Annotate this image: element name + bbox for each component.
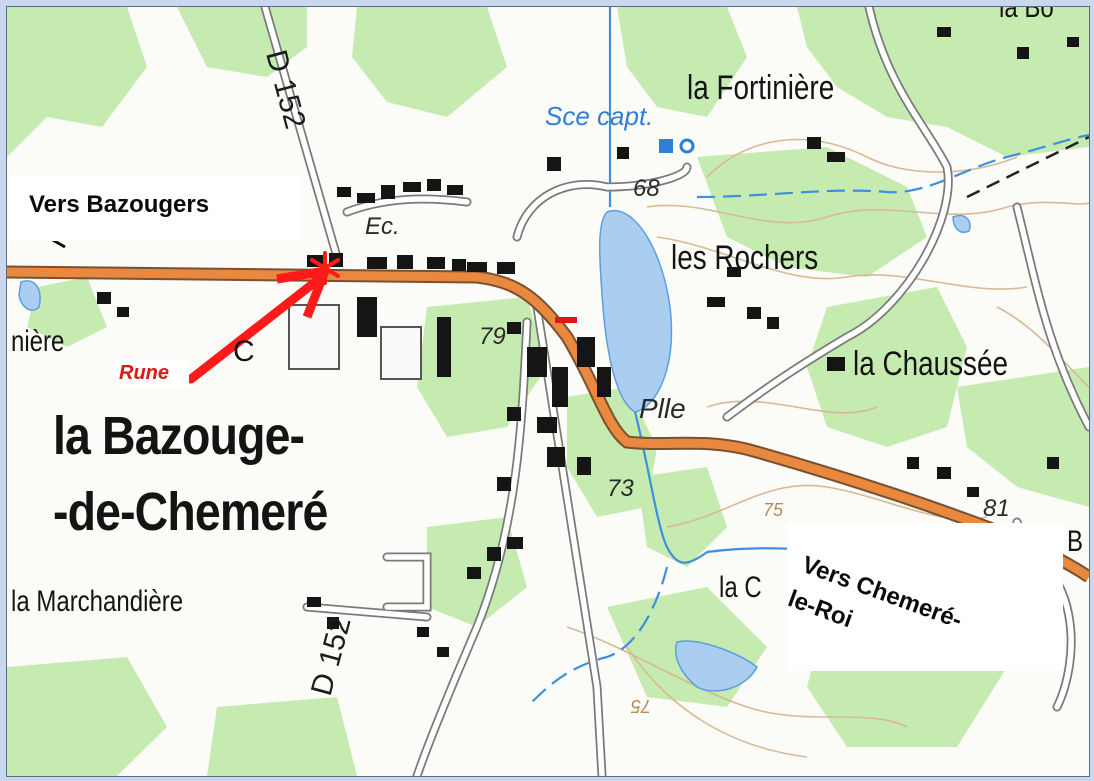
map-graphics (7, 7, 1089, 776)
plle-label: Plle (639, 393, 686, 424)
spring-pump-icon (659, 139, 673, 153)
rune-label-box (117, 359, 189, 387)
place-fortiniere: la Fortinière (687, 69, 835, 107)
school-label: Ec. (365, 213, 400, 240)
footpath (966, 135, 1089, 199)
place-la-c: la C (719, 571, 762, 604)
red-building (555, 317, 577, 323)
forest-areas (7, 7, 1089, 776)
vers-bazougers-label: Vers Bazougers (29, 191, 210, 218)
rune-label: Rune (119, 362, 169, 384)
spring-label: Sce capt. (545, 101, 654, 131)
chemere-label-box (787, 523, 1063, 671)
spring-marker-icon (679, 138, 695, 154)
water-bodies (18, 209, 971, 692)
place-marchandiere: la Marchandière (11, 585, 184, 618)
town-name-line2: -de-Chemeré (53, 482, 328, 542)
facilities (288, 304, 422, 380)
bazougers-label-box (9, 175, 301, 241)
place-chaussee: la Chaussée (853, 345, 1008, 383)
altitude-73: 73 (607, 475, 634, 502)
c-letter-label: C (233, 335, 255, 368)
altitude-79: 79 (479, 323, 506, 350)
town-name-line1: la Bazouge- (53, 406, 305, 466)
altitude-75-lower: 75 (631, 696, 652, 716)
buildings (97, 27, 1079, 657)
place-niere: nière (11, 325, 65, 358)
place-top-right: la Bo (999, 6, 1054, 24)
place-right-b: B (1067, 525, 1084, 558)
topographic-map[interactable]: la Bazouge- -de-Chemeré la Fortinière le… (6, 6, 1090, 777)
altitude-75: 75 (763, 500, 784, 520)
place-rochers: les Rochers (671, 239, 819, 277)
altitude-81: 81 (983, 495, 1010, 522)
rune-asterisk-icon (310, 251, 340, 285)
altitude-68: 68 (633, 175, 660, 202)
